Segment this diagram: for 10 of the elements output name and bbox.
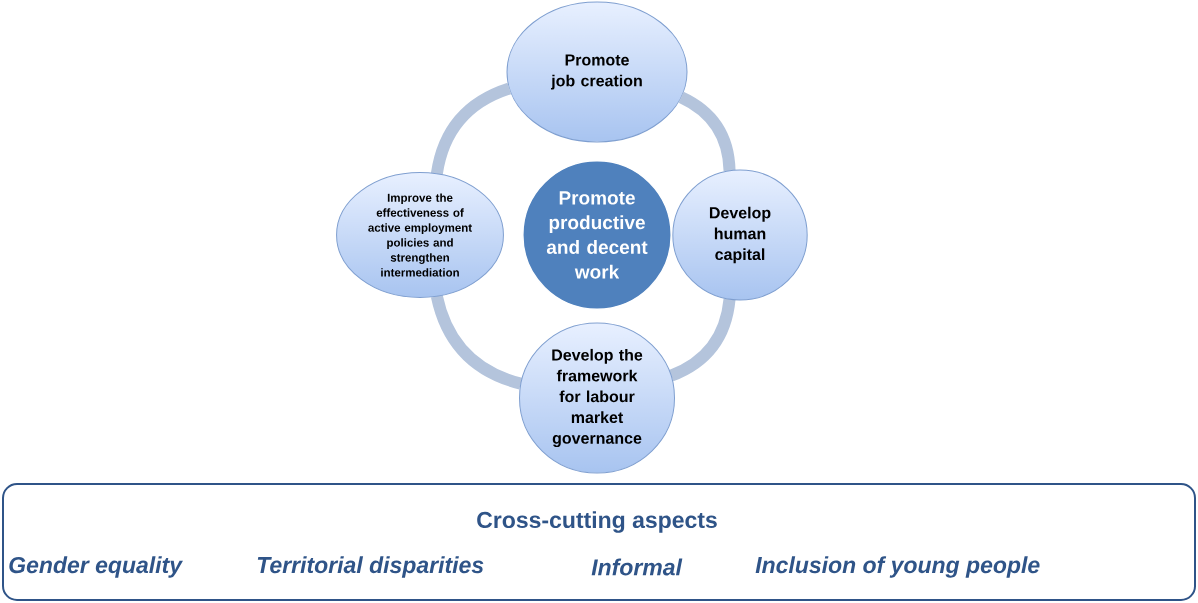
aspect-label: Gender equality — [9, 556, 183, 578]
aspect-label: Territorial disparities — [257, 556, 484, 578]
panel-heading: Cross-cutting aspects — [477, 511, 717, 533]
aspect-label: Inclusion of young people — [755, 556, 1040, 578]
ring-arc — [668, 298, 736, 382]
ring-arc — [431, 294, 523, 390]
aspect-label: Informal — [591, 558, 683, 576]
ring-arc — [430, 82, 512, 175]
ring-arc — [678, 91, 736, 172]
aspects-panel — [2, 483, 1196, 601]
